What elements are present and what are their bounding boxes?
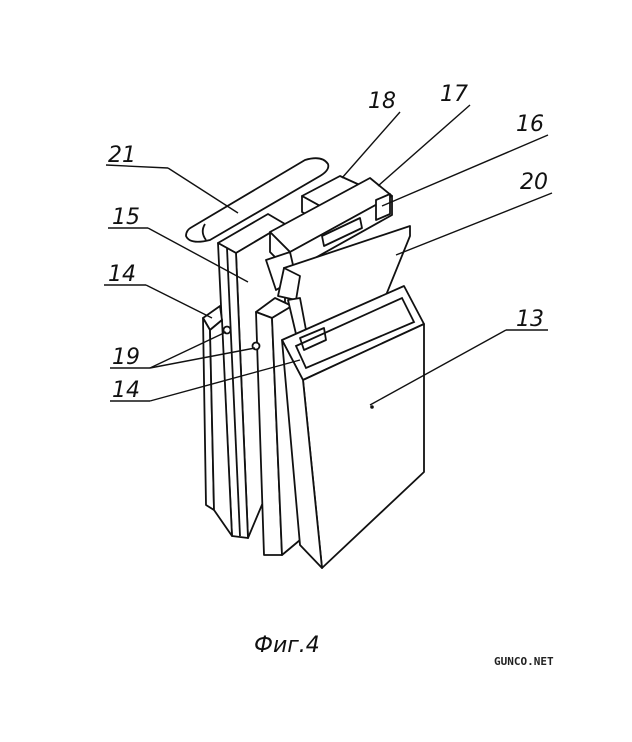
rod-21 bbox=[185, 157, 330, 243]
label-13: 13 bbox=[516, 307, 544, 332]
label-14-upper: 14 bbox=[108, 262, 136, 287]
label-20: 20 bbox=[520, 170, 548, 195]
label-18: 18 bbox=[368, 89, 396, 114]
block-13 bbox=[281, 285, 425, 569]
watermark: GUNCO.NET bbox=[494, 655, 554, 668]
label-19: 19 bbox=[112, 345, 140, 370]
reference-numerals: 18 17 16 21 20 15 14 13 19 14 bbox=[108, 82, 548, 403]
label-21: 21 bbox=[108, 143, 136, 168]
label-16: 16 bbox=[516, 112, 544, 137]
label-15: 15 bbox=[112, 205, 140, 230]
figure-caption: Фиг.4 bbox=[254, 633, 320, 658]
plate-14-left bbox=[202, 305, 233, 537]
label-14-lower: 14 bbox=[112, 378, 140, 403]
label-17: 17 bbox=[440, 82, 468, 107]
leader-lines bbox=[104, 104, 553, 406]
